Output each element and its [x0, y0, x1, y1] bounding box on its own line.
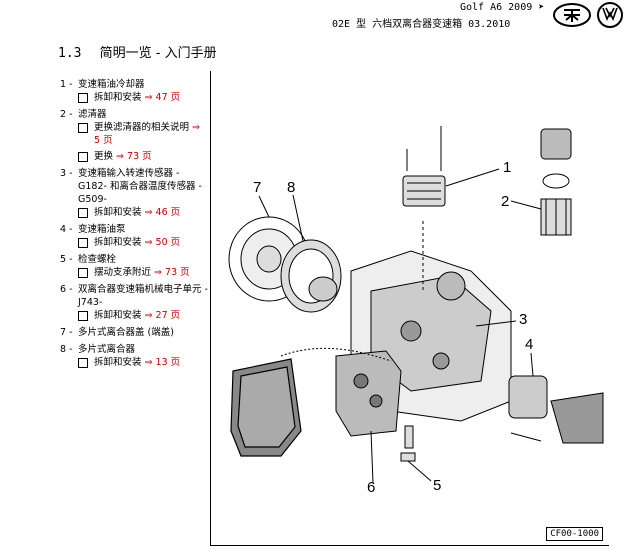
end-cover-drawing	[230, 358, 302, 457]
item-title: 变速箱油冷却器	[78, 79, 145, 90]
list-item: 6 - 双离合器变速箱机械电子单元 -J743- 拆卸和安装 ⇒ 27 页	[60, 283, 208, 322]
item-number: 4 -	[60, 224, 73, 235]
page-link[interactable]: ⇒ 46 页	[144, 207, 181, 218]
leader-lines	[258, 168, 542, 484]
list-subitem: 更换滤清器的相关说明 ⇒ 5 页	[78, 121, 208, 147]
list-item: 3 - 变速箱输入转速传感器 -G182- 和离合器温度传感器 -G509- 拆卸…	[60, 167, 208, 219]
list-subitem: 摆动支承附近 ⇒ 73 页	[78, 266, 208, 279]
item-number: 6 -	[60, 284, 73, 295]
list-item: 2 - 滤清器 更换滤清器的相关说明 ⇒ 5 页 更换 ⇒ 73 页	[60, 108, 208, 163]
page-link[interactable]: ⇒ 73 页	[154, 267, 190, 278]
page-link[interactable]: ⇒ 50 页	[144, 237, 181, 248]
item-title: 检查螺栓	[78, 254, 117, 265]
list-item: 1 - 变速箱油冷却器 拆卸和安装 ⇒ 47 页	[60, 78, 208, 104]
page-link[interactable]: ⇒ 47 页	[144, 92, 181, 103]
multi-plate-clutch-drawing	[280, 239, 342, 313]
checkbox-icon	[78, 358, 88, 368]
item-title: 多片式离合器盖 (端盖)	[78, 327, 174, 338]
list-subitem: 更换 ⇒ 73 页	[78, 150, 208, 163]
brand-logos	[552, 2, 624, 28]
checkbox-icon	[78, 238, 88, 248]
list-item: 4 - 变速箱油泵 拆卸和安装 ⇒ 50 页	[60, 223, 208, 249]
callout-6: 6	[367, 479, 376, 496]
callout-3: 3	[519, 311, 528, 328]
check-bolt-drawing	[400, 425, 416, 462]
item-title: 变速箱油泵	[78, 224, 126, 235]
list-subitem: 拆卸和安装 ⇒ 47 页	[78, 91, 208, 104]
checkbox-icon	[78, 123, 88, 133]
subitem-text: 更换滤清器的相关说明	[94, 122, 190, 133]
page-link[interactable]: ⇒ 27 页	[144, 310, 181, 321]
checkbox-icon	[78, 208, 88, 218]
oil-pump-drawing	[508, 375, 604, 444]
list-item: 7 - 多片式离合器盖 (端盖)	[60, 326, 208, 339]
callout-4: 4	[525, 336, 534, 353]
checkbox-icon	[78, 152, 88, 162]
page-link[interactable]: ⇒ 73 页	[116, 151, 152, 162]
item-number: 7 -	[60, 327, 73, 338]
filter-drawing	[540, 128, 572, 236]
item-number: 1 -	[60, 79, 73, 90]
oil-cooler-drawing	[402, 126, 446, 291]
callout-7: 7	[253, 179, 262, 196]
item-number: 2 -	[60, 109, 73, 120]
section-heading: 简明一览 - 入门手册	[99, 46, 217, 61]
mechatronic-unit-drawing	[280, 347, 402, 437]
subitem-text: 拆卸和安装	[94, 357, 142, 368]
list-subitem: 拆卸和安装 ⇒ 50 页	[78, 236, 208, 249]
header-model: Golf A6 2009 ➤	[460, 2, 545, 13]
subitem-text: 摆动支承附近	[94, 267, 152, 278]
list-subitem: 拆卸和安装 ⇒ 27 页	[78, 309, 208, 322]
section-title: 1.3 简明一览 - 入门手册	[58, 42, 217, 61]
section-number: 1.3	[58, 46, 82, 61]
item-number: 8 -	[60, 344, 73, 355]
subitem-text: 拆卸和安装	[94, 207, 142, 218]
item-title: 双离合器变速箱机械电子单元 -J743-	[78, 284, 208, 308]
vw-logo-icon	[597, 2, 623, 28]
header-subtitle: 02E 型 六档双离合器变速箱 03.2010	[332, 19, 511, 30]
list-item: 8 - 多片式离合器 拆卸和安装 ⇒ 13 页	[60, 343, 208, 369]
item-number: 3 -	[60, 168, 73, 179]
subitem-text: 拆卸和安装	[94, 237, 142, 248]
callout-8: 8	[287, 179, 296, 196]
subitem-text: 拆卸和安装	[94, 92, 142, 103]
subitem-text: 拆卸和安装	[94, 310, 142, 321]
subitem-text: 更换	[94, 151, 114, 162]
list-subitem: 拆卸和安装 ⇒ 13 页	[78, 356, 208, 369]
page-link[interactable]: ⇒ 13 页	[144, 357, 181, 368]
parts-list: 1 - 变速箱油冷却器 拆卸和安装 ⇒ 47 页 2 - 滤清器 更换滤清器的相关说…	[60, 78, 208, 373]
exploded-view-figure: 1 2 3 4 5 6 7 8 CF00-1000	[210, 71, 609, 546]
transmission-diagram	[228, 126, 604, 484]
item-title: 变速箱输入转速传感器 -G182- 和离合器温度传感器 -G509-	[78, 168, 202, 205]
faw-logo-icon	[553, 3, 591, 27]
page-link[interactable]: ⇒ 5 页	[94, 122, 201, 146]
list-item: 5 - 检查螺栓 摆动支承附近 ⇒ 73 页	[60, 253, 208, 279]
list-subitem: 拆卸和安装 ⇒ 46 页	[78, 206, 208, 219]
callout-1: 1	[503, 159, 512, 176]
figure-code: CF00-1000	[546, 527, 603, 541]
checkbox-icon	[78, 311, 88, 321]
item-title: 多片式离合器	[78, 344, 136, 355]
item-title: 滤清器	[78, 109, 107, 120]
checkbox-icon	[78, 93, 88, 103]
callout-5: 5	[433, 477, 442, 494]
checkbox-icon	[78, 268, 88, 278]
callout-2: 2	[501, 193, 510, 210]
item-number: 5 -	[60, 254, 73, 265]
